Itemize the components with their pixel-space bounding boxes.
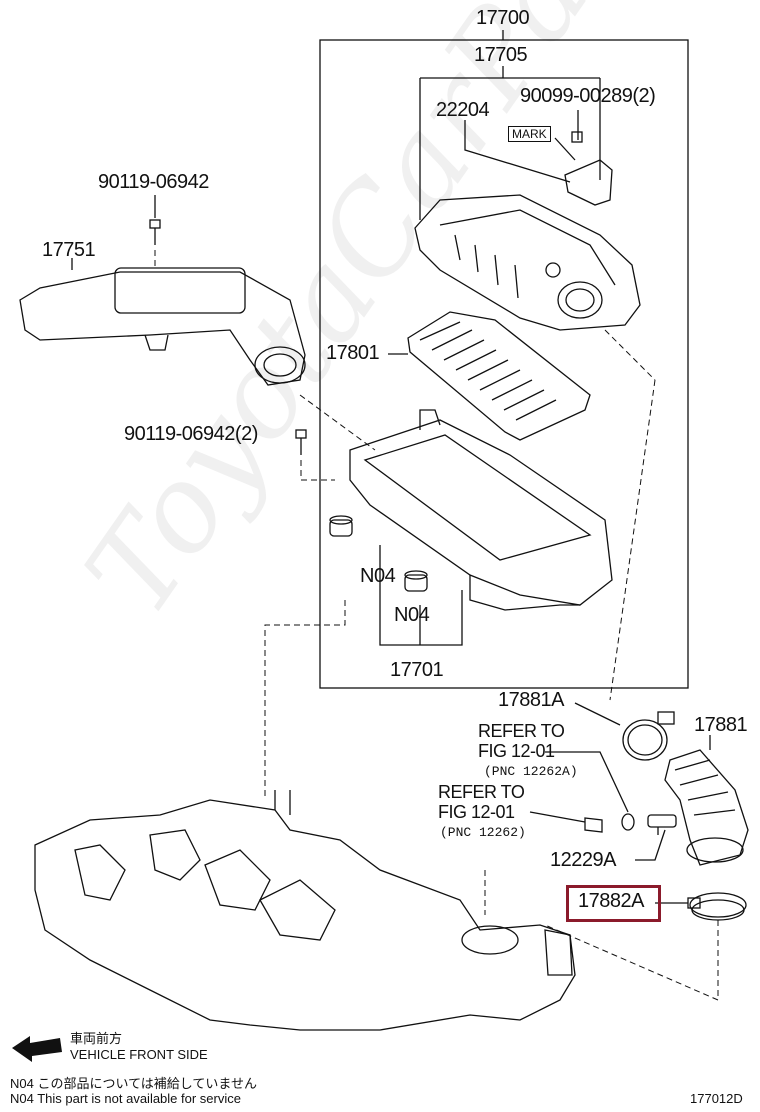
clamp-17882A — [687, 892, 747, 921]
engine-intake — [34, 790, 576, 1031]
refer1-line1: REFER TO — [478, 721, 565, 741]
sensor-12229A — [647, 814, 677, 835]
grommet-2 — [404, 570, 428, 592]
label-90119-06942-2[interactable]: 90119-06942(2) — [124, 423, 258, 445]
n04-note-jp: N04 この部品については補給していません — [10, 1076, 258, 1091]
bolt-upper — [149, 219, 161, 245]
hose-end — [584, 817, 603, 833]
air-cleaner-cap — [414, 194, 641, 331]
figure-id: 177012D — [690, 1091, 743, 1106]
n04-note-en: N04 This part is not available for servi… — [10, 1091, 241, 1106]
label-17705[interactable]: 17705 — [474, 44, 528, 66]
refer2-line2[interactable]: FIG 12-01 — [438, 802, 515, 822]
label-17751[interactable]: 17751 — [42, 239, 96, 261]
mark-tag: MARK — [508, 126, 551, 142]
refer2-line3: (PNC 12262) — [440, 825, 526, 840]
sensor — [564, 131, 613, 206]
filter-element — [407, 311, 591, 441]
label-17700[interactable]: 17700 — [476, 7, 530, 29]
refer2-line1: REFER TO — [438, 782, 525, 802]
front-arrow — [12, 1036, 62, 1062]
label-17882A[interactable]: 17882A — [578, 890, 644, 912]
air-hose-17881 — [664, 749, 749, 866]
label-12229A[interactable]: 12229A — [550, 849, 616, 871]
label-17881A[interactable]: 17881A — [498, 689, 564, 711]
refer1-line2[interactable]: FIG 12-01 — [478, 741, 555, 761]
label-22204[interactable]: 22204 — [436, 99, 490, 121]
label-17701[interactable]: 17701 — [390, 659, 444, 681]
label-n04-b: N04 — [394, 604, 430, 626]
label-n04-a: N04 — [360, 565, 396, 587]
highlight-box — [566, 885, 661, 922]
label-17881[interactable]: 17881 — [694, 714, 748, 736]
label-90119-06942[interactable]: 90119-06942 — [98, 171, 209, 193]
intake-hose — [19, 267, 306, 386]
oring — [621, 813, 635, 831]
label-17801[interactable]: 17801 — [326, 342, 380, 364]
label-90099-00289[interactable]: 90099-00289(2) — [520, 85, 656, 107]
front-en: VEHICLE FRONT SIDE — [70, 1047, 208, 1062]
assembly-frame — [319, 39, 689, 689]
refer1-line3: (PNC 12262A) — [484, 764, 578, 779]
air-cleaner-case — [349, 409, 613, 611]
front-jp: 車両前方 — [70, 1031, 123, 1046]
grommet-1 — [329, 515, 353, 537]
bolt-lower — [295, 429, 307, 455]
clamp-17881A — [622, 711, 675, 761]
